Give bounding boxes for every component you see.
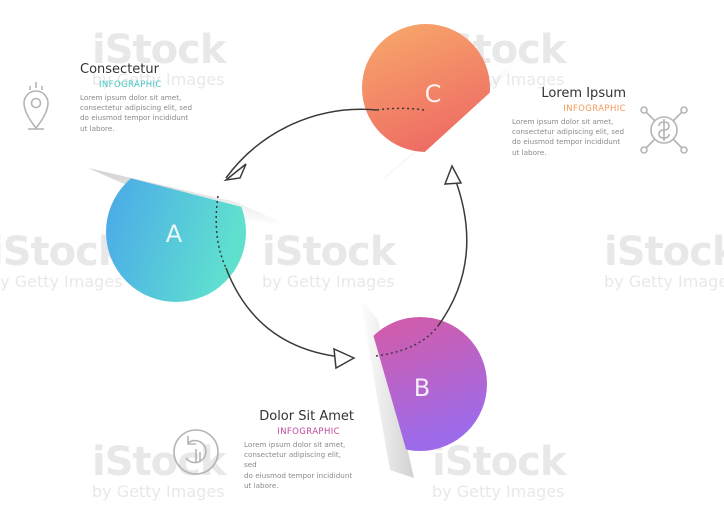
dollar-network-icon — [640, 106, 688, 154]
block-subtitle: INFOGRAPHIC — [277, 427, 340, 437]
text-block-consectetur: Consectetur INFOGRAPHIC Lorem ipsum dolo… — [80, 62, 220, 134]
arrow-c-dotted — [376, 107, 425, 111]
fold-shadow — [360, 298, 414, 478]
arrow-head — [223, 163, 247, 182]
block-title: Consectetur — [80, 62, 159, 77]
arrow-c-to-a — [225, 108, 378, 179]
cycle-arrows — [215, 107, 468, 359]
arrow-head — [443, 164, 463, 185]
text-block-dolor-sit-amet: Dolor Sit Amet INFOGRAPHIC Lorem ipsum d… — [224, 409, 354, 491]
circle-b-letter: B — [414, 374, 430, 402]
circle-c — [362, 24, 490, 152]
text-block-lorem-ipsum: Lorem Ipsum INFOGRAPHIC Lorem ipsum dolo… — [490, 86, 626, 158]
refresh-hand-icon — [173, 429, 219, 475]
arrow-heads — [223, 163, 463, 370]
block-subtitle: INFOGRAPHIC — [99, 80, 162, 90]
arrow-a-to-b — [225, 267, 353, 359]
block-title: Dolor Sit Amet — [259, 409, 354, 424]
circle-c-letter: C — [425, 80, 442, 108]
block-title: Lorem Ipsum — [541, 86, 626, 101]
block-subtitle: INFOGRAPHIC — [563, 104, 626, 114]
block-text: Lorem ipsum dolor sit amet, consectetur … — [80, 93, 193, 133]
arrow-head — [333, 347, 356, 370]
block-text: Lorem ipsum dolor sit amet, consectetur … — [244, 440, 353, 490]
arrow-b-to-c — [437, 175, 468, 327]
location-pin-icon — [23, 82, 49, 130]
block-text: Lorem ipsum dolor sit amet, consectetur … — [512, 117, 625, 157]
circle-a-letter: A — [166, 220, 183, 248]
